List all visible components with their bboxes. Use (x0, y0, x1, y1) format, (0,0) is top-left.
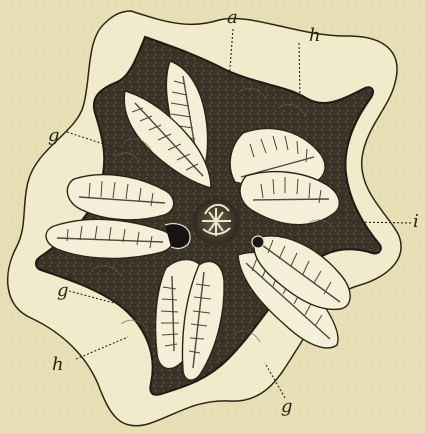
label-h-lower-left: h (52, 354, 64, 375)
label-a: a (227, 7, 238, 28)
label-g-bottom: g (281, 396, 293, 417)
label-g-upper-left: g (48, 125, 60, 146)
label-g-lower-left: g (57, 280, 69, 301)
label-h-top: h (309, 25, 321, 46)
label-i-right: i (413, 211, 419, 232)
